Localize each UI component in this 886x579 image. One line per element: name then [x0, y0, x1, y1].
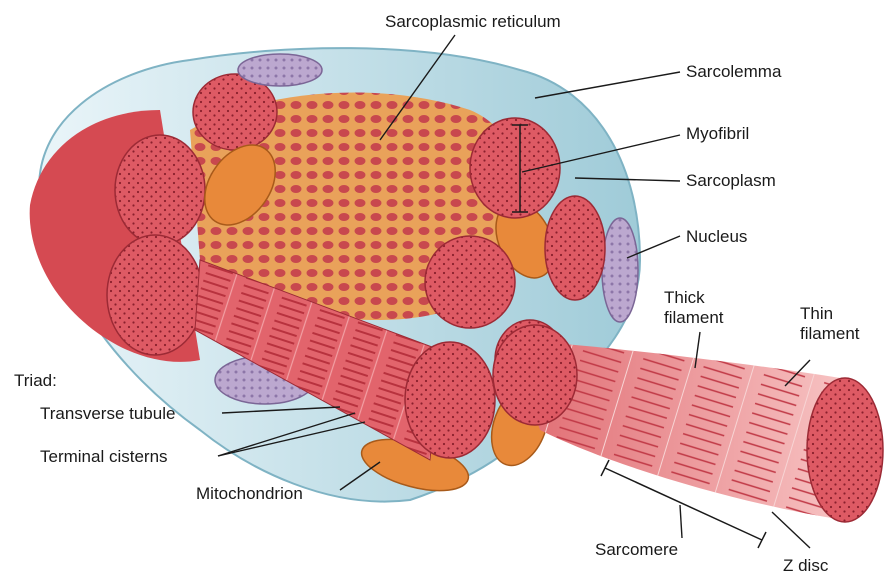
label-thick-filament: Thick filament	[664, 288, 724, 328]
label-z-disc: Z disc	[783, 556, 828, 576]
label-thin-filament: Thin filament	[800, 304, 860, 344]
label-triad: Triad:	[14, 371, 57, 391]
label-sarcoplasmic-reticulum: Sarcoplasmic reticulum	[385, 12, 561, 32]
label-mitochondrion: Mitochondrion	[196, 484, 303, 504]
label-sarcomere: Sarcomere	[595, 540, 678, 560]
label-myofibril: Myofibril	[686, 124, 749, 144]
label-terminal-cisterns: Terminal cisterns	[40, 447, 168, 467]
label-sarcolemma: Sarcolemma	[686, 62, 781, 82]
label-sarcoplasm: Sarcoplasm	[686, 171, 776, 191]
label-transverse-tubule: Transverse tubule	[40, 404, 175, 424]
label-nucleus: Nucleus	[686, 227, 747, 247]
